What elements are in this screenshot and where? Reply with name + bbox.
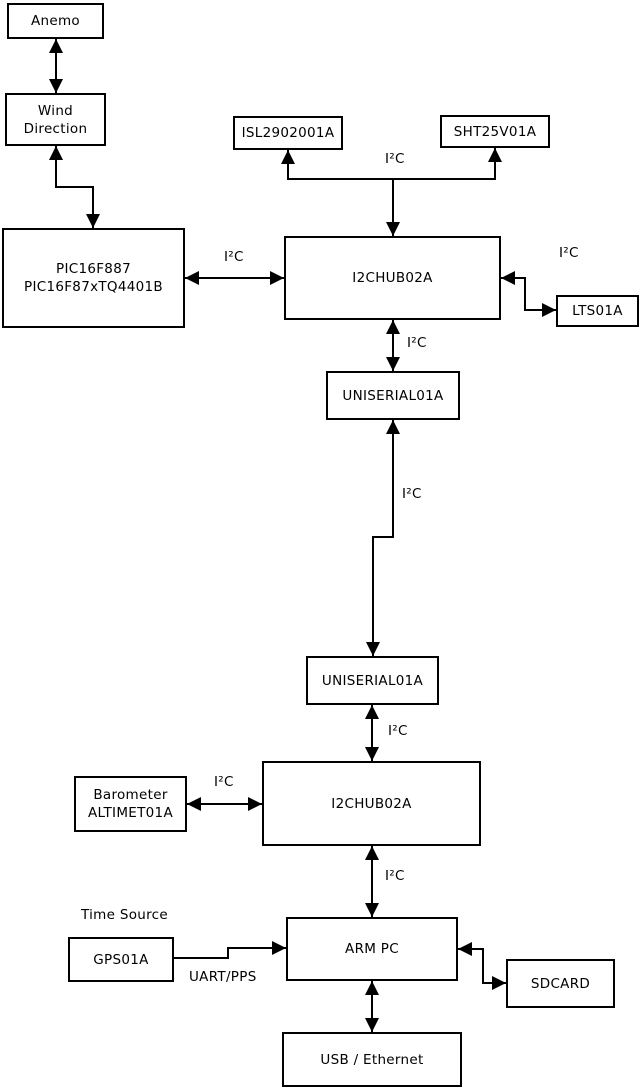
edge-label-i2c-pic-hub: I²C — [224, 249, 244, 265]
box-sht-label: SHT25V01A — [453, 123, 537, 140]
box-usb-ethernet: USB / Ethernet — [282, 1032, 462, 1087]
box-wind-direction: Wind Direction — [5, 93, 106, 146]
box-usb-ethernet-label: USB / Ethernet — [320, 1051, 424, 1068]
box-wind-direction-line2: Direction — [23, 120, 88, 137]
edge-label-i2c-hub-armpc: I²C — [385, 868, 405, 884]
box-arm-pc-label: ARM PC — [345, 941, 399, 957]
box-isl-label: ISL2902001A — [241, 125, 335, 141]
box-uniserial-upper-label: UNISERIAL01A — [342, 387, 444, 404]
box-barometer-line1: Barometer — [93, 787, 168, 803]
connector-sensor-bus — [281, 148, 502, 180]
box-uniserial-lower-label: UNISERIAL01A — [321, 672, 424, 689]
box-i2c-hub-upper-label: I2CHUB02A — [352, 270, 433, 286]
edge-label-i2c-uniserial-hub: I²C — [388, 723, 408, 739]
box-pic-microcontroller: PIC16F887 PIC16F87xTQ4401B — [2, 228, 185, 328]
connector-hub1-lts — [501, 271, 556, 317]
box-sdcard: SDCARD — [506, 959, 615, 1008]
box-isl-light-sensor: ISL2902001A — [233, 116, 343, 150]
box-gps-label: GPS01A — [93, 951, 149, 968]
box-anemometer-label: Anemo — [30, 13, 80, 29]
box-arm-pc: ARM PC — [286, 917, 458, 981]
connector-armpc-sdcard — [458, 942, 506, 990]
edge-label-i2c-sensor-bus: I²C — [385, 151, 405, 167]
connector-wind-pic — [49, 146, 100, 228]
box-sdcard-label: SDCARD — [530, 975, 591, 992]
box-uniserial-lower: UNISERIAL01A — [306, 656, 439, 705]
box-lts-label: LTS01A — [572, 303, 623, 319]
edge-label-i2c-uniserial-link: I²C — [402, 486, 422, 502]
edge-label-i2c-hub-uniserial: I²C — [407, 335, 427, 351]
box-wind-direction-line1: Wind — [37, 102, 74, 119]
box-pic-line2: PIC16F87xTQ4401B — [24, 279, 163, 295]
box-gps-receiver: GPS01A — [68, 937, 174, 982]
edge-label-i2c-barometer-hub: I²C — [214, 774, 234, 790]
connector-uniserial1-uniserial2 — [366, 420, 400, 656]
box-i2c-hub-lower: I2CHUB02A — [262, 761, 481, 846]
box-uniserial-upper: UNISERIAL01A — [326, 371, 460, 420]
box-i2c-hub-upper: I2CHUB02A — [284, 236, 501, 320]
box-pic-line1: PIC16F887 — [56, 261, 131, 277]
edge-label-time-source: Time Source — [81, 907, 168, 923]
connector-gps-armpc — [174, 941, 286, 959]
box-barometer-line2: ALTIMET01A — [88, 805, 173, 821]
box-anemometer: Anemo — [7, 3, 104, 39]
box-lts-temperature-sensor: LTS01A — [556, 295, 639, 327]
box-sht-humidity-sensor: SHT25V01A — [440, 115, 550, 148]
edge-label-uart-pps: UART/PPS — [189, 969, 257, 985]
box-i2c-hub-lower-label: I2CHUB02A — [331, 795, 412, 812]
edge-label-i2c-hub-lts: I²C — [559, 245, 579, 261]
box-barometer-altimeter: Barometer ALTIMET01A — [74, 776, 187, 832]
